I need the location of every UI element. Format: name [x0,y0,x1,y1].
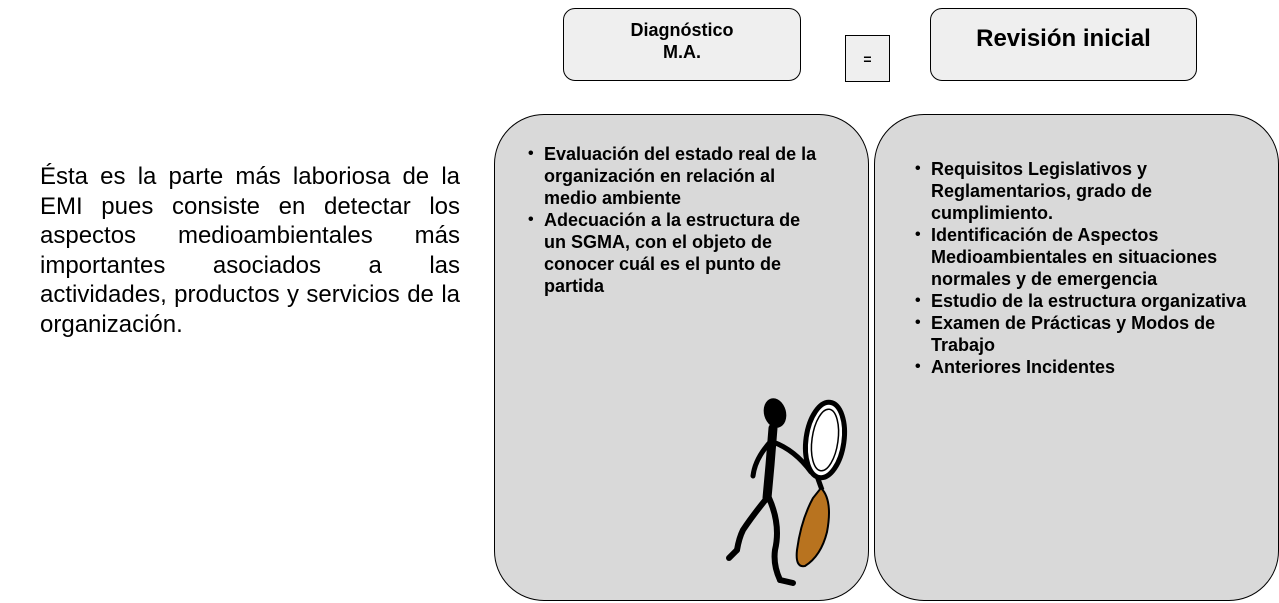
header-revision-inicial: Revisión inicial [930,8,1197,81]
revision-item-2: Identificación de Aspectos Medioambienta… [915,224,1275,290]
equals-sign: = [863,50,872,67]
revision-item-5: Anteriores Incidentes [915,356,1275,378]
magnifying-glass [795,399,848,568]
header-diagnostico: Diagnóstico M.A. [563,8,801,81]
equals-box: = [845,35,890,82]
diagnostico-item-2: Adecuación a la estructura de un SGMA, c… [528,209,818,297]
magnifying-glass-figure-icon [726,398,848,586]
revision-list: Requisitos Legislativos y Reglamentarios… [915,158,1275,378]
diagnostico-panel: Evaluación del estado real de la organiz… [494,114,869,601]
revision-item-3: Estudio de la estructura organizativa [915,290,1275,312]
revision-item-1: Requisitos Legislativos y Reglamentarios… [915,158,1275,224]
stick-figure [726,398,814,586]
diagnostico-item-1: Evaluación del estado real de la organiz… [528,143,818,209]
revision-item-4: Examen de Prácticas y Modos de Trabajo [915,312,1275,356]
header-diagnostico-line1: Diagnóstico [630,20,734,40]
diagnostico-list: Evaluación del estado real de la organiz… [528,143,818,297]
intro-text: Ésta es la parte más laboriosa de la EMI… [40,163,460,338]
revision-panel: Requisitos Legislativos y Reglamentarios… [874,114,1279,601]
header-diagnostico-line2: M.A. [663,42,701,62]
